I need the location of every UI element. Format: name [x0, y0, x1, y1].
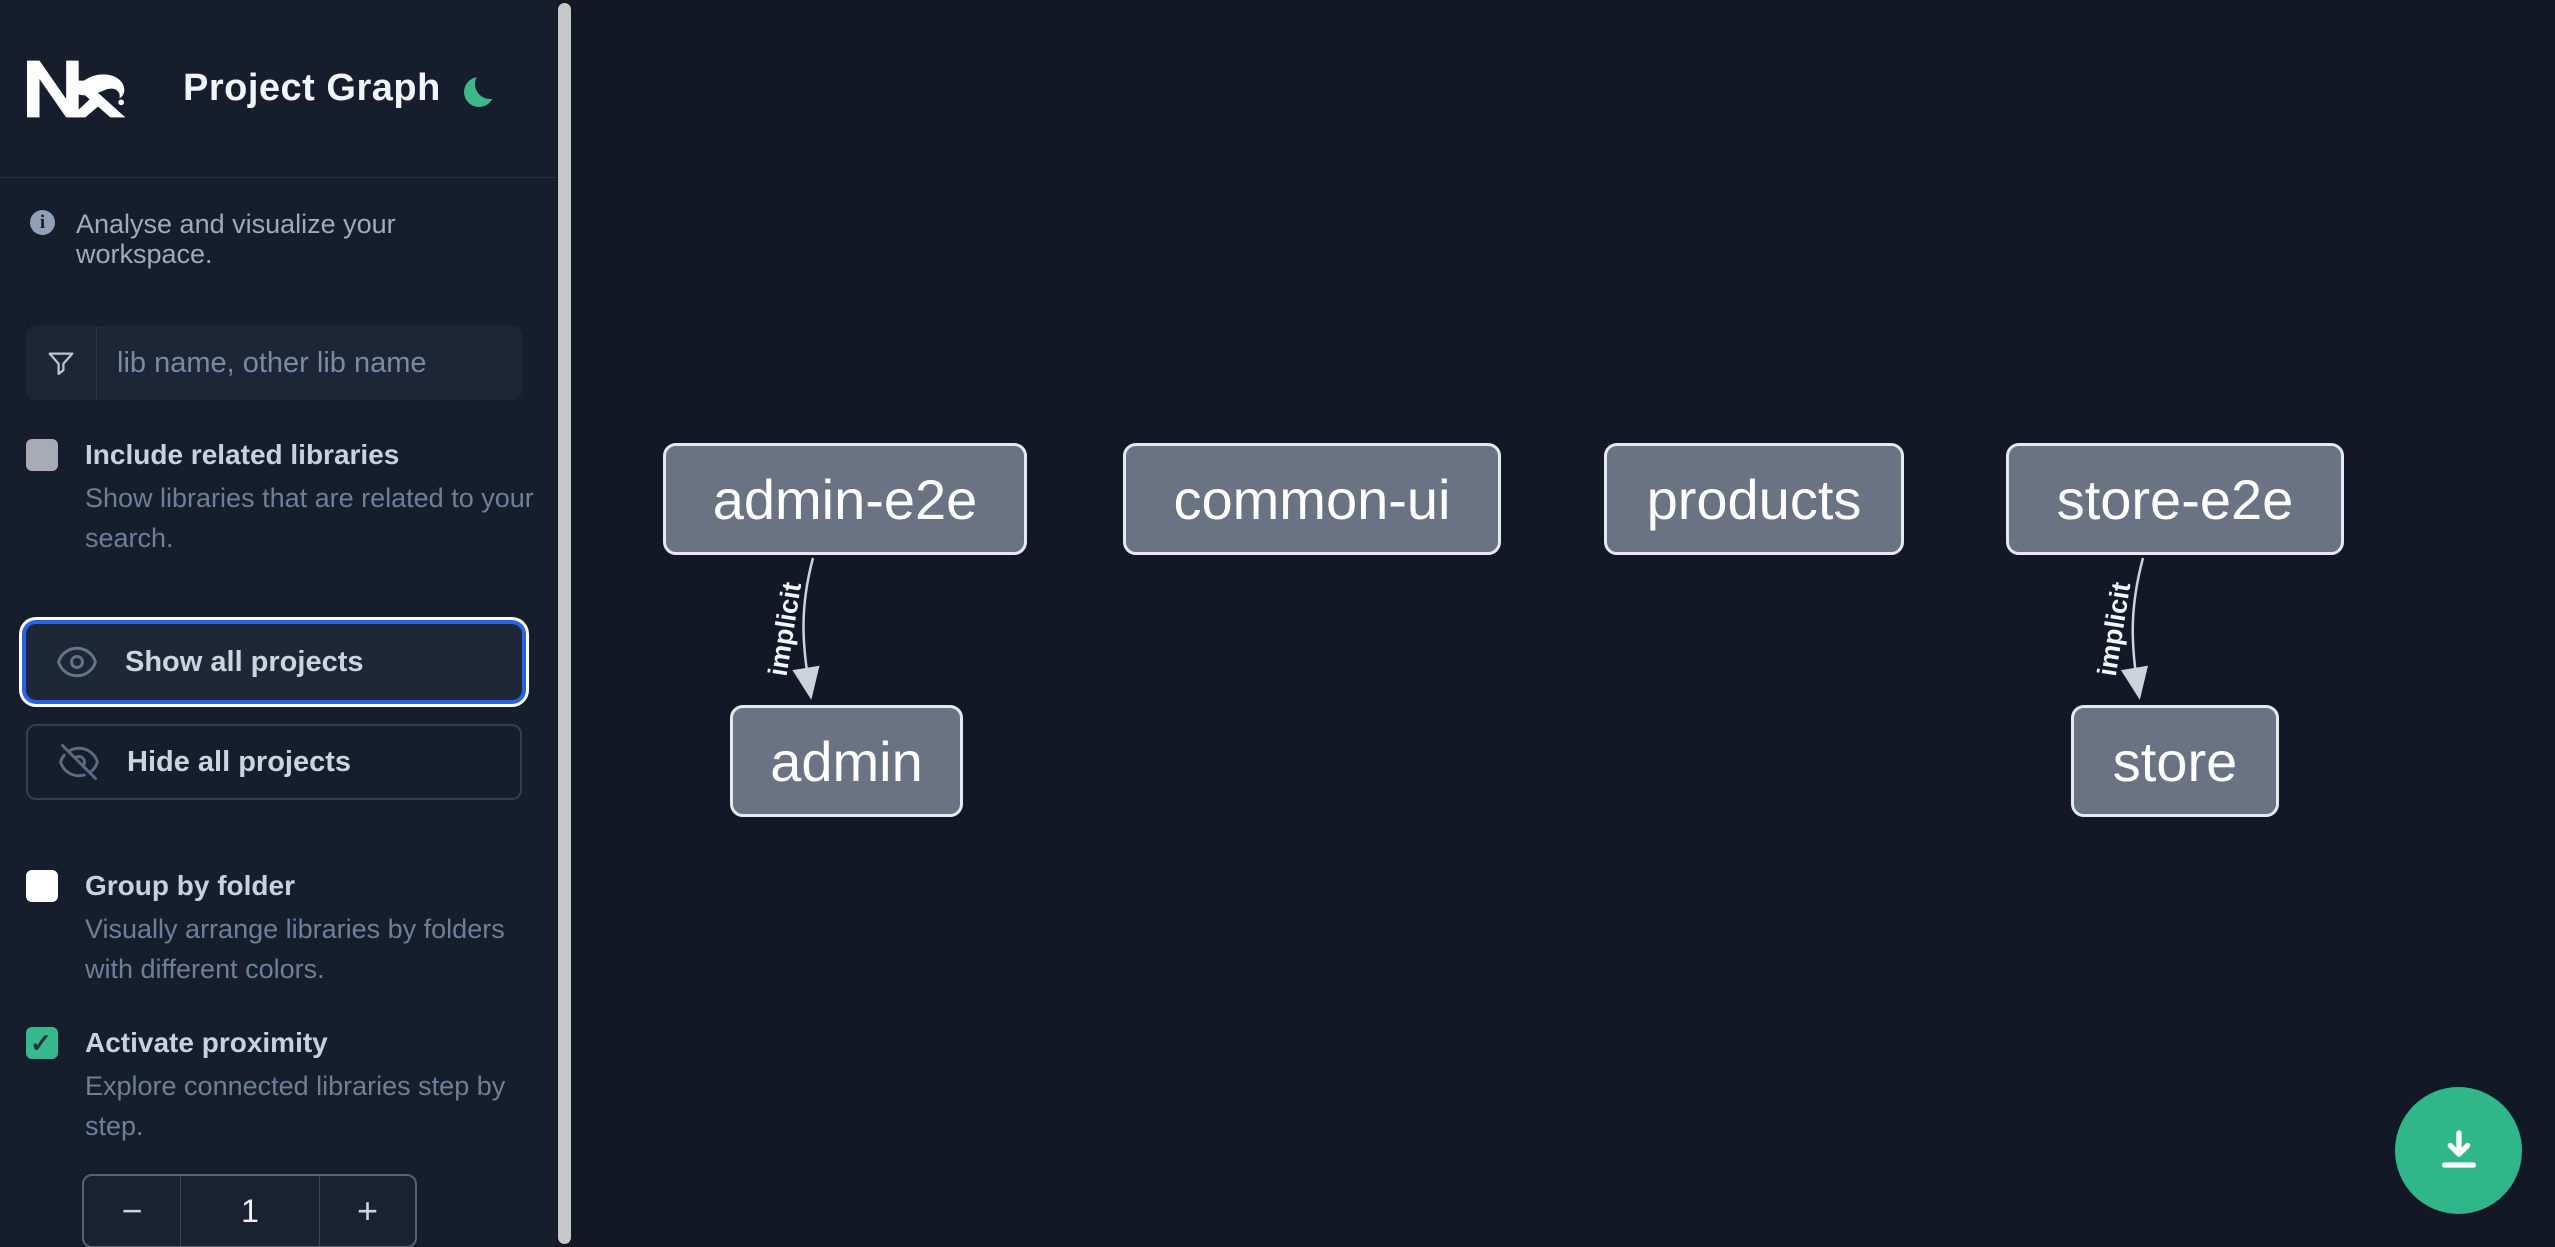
graph-node-common-ui[interactable]: common-ui — [1123, 443, 1501, 555]
funnel-icon — [26, 326, 97, 400]
proximity-value: 1 — [241, 1192, 259, 1229]
theme-toggle-button[interactable] — [466, 67, 510, 111]
filter-box — [26, 326, 522, 400]
graph-node-store[interactable]: store — [2071, 705, 2279, 817]
filter-input[interactable] — [97, 326, 522, 400]
eye-slash-icon — [57, 740, 101, 784]
graph-node-store-e2e[interactable]: store-e2e — [2006, 443, 2344, 555]
download-graph-button[interactable] — [2395, 1087, 2522, 1214]
proximity-increment-button[interactable]: + — [319, 1176, 415, 1246]
check-icon: ✓ — [30, 1028, 52, 1058]
sidebar: Project Graph i Analyse and visualize yo… — [0, 0, 557, 1247]
hide-all-projects-button[interactable]: Hide all projects — [26, 724, 522, 800]
proximity-stepper: − 1 + — [82, 1174, 417, 1247]
activate-proximity-row: ✓ Activate proximity Explore connected l… — [0, 1025, 557, 1146]
page-title: Project Graph — [183, 67, 441, 109]
graph-node-admin-e2e[interactable]: admin-e2e — [663, 443, 1027, 555]
include-related-checkbox[interactable]: ✓ — [26, 439, 58, 471]
eye-icon — [55, 640, 99, 684]
graph-canvas[interactable] — [571, 0, 2555, 1247]
intro-row: i Analyse and visualize your workspace. — [0, 178, 557, 269]
activate-proximity-description: Explore connected libraries step by step… — [85, 1071, 506, 1141]
group-by-folder-checkbox[interactable]: ✓ — [26, 870, 58, 902]
show-all-projects-button[interactable]: Show all projects — [26, 624, 522, 700]
show-all-projects-label: Show all projects — [125, 645, 364, 678]
sidebar-header: Project Graph — [0, 0, 557, 178]
download-icon — [2441, 1129, 2476, 1168]
activate-proximity-checkbox[interactable]: ✓ — [26, 1027, 58, 1059]
include-related-description: Show libraries that are related to your … — [85, 483, 534, 553]
nx-logo-icon — [27, 60, 126, 117]
include-related-row: ✓ Include related libraries Show librari… — [0, 437, 557, 558]
intro-text: Analyse and visualize your workspace. — [76, 209, 396, 269]
proximity-decrement-button[interactable]: − — [84, 1176, 181, 1246]
graph-node-products[interactable]: products — [1604, 443, 1904, 555]
sidebar-scrollbar[interactable] — [558, 3, 571, 1244]
include-related-label[interactable]: Include related libraries — [85, 439, 400, 470]
group-by-folder-label[interactable]: Group by folder — [85, 870, 295, 901]
group-by-folder-description: Visually arrange libraries by folders wi… — [85, 914, 505, 984]
group-by-folder-row: ✓ Group by folder Visually arrange libra… — [0, 868, 557, 989]
hide-all-projects-label: Hide all projects — [127, 745, 352, 778]
moon-icon — [475, 69, 505, 99]
graph-node-admin[interactable]: admin — [730, 705, 963, 817]
info-icon: i — [30, 210, 55, 235]
activate-proximity-label[interactable]: Activate proximity — [85, 1027, 328, 1058]
